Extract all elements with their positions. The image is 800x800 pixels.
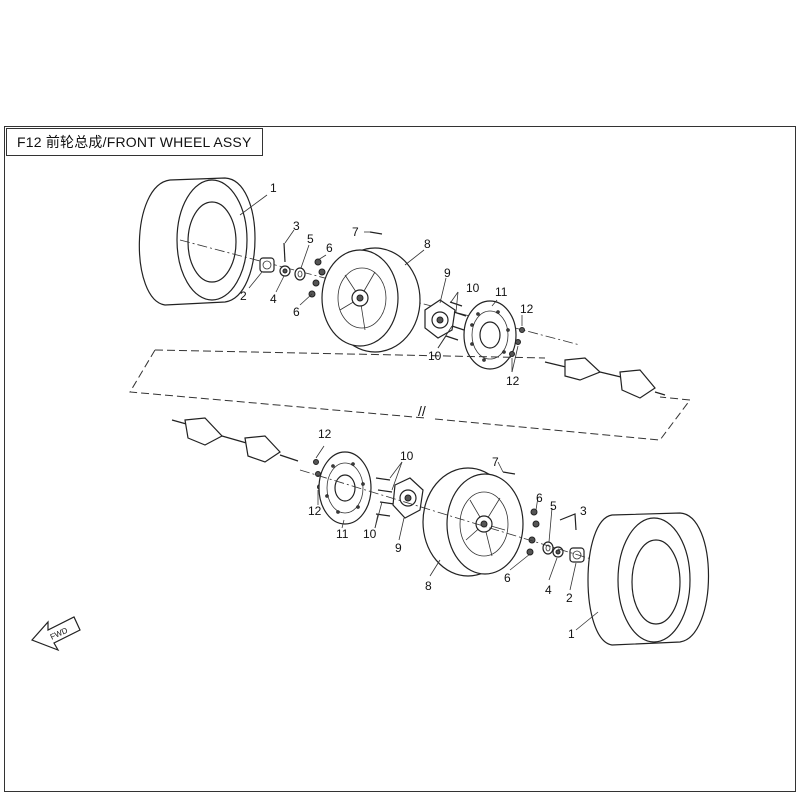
- callout-7-top: 7: [352, 225, 359, 239]
- callout-4-bottom: 4: [545, 583, 552, 597]
- drive-shaft-bottom: [171, 417, 299, 463]
- hub-nut-top: [259, 257, 275, 273]
- callout-8-bottom: 8: [425, 579, 432, 593]
- valve-stem-7-top: [369, 231, 383, 235]
- washer-5-top: [294, 267, 306, 281]
- nut-4-top: [279, 265, 291, 277]
- callout-10-bottom-b: 10: [363, 527, 377, 541]
- callout-10-top-a: 10: [466, 281, 480, 295]
- callout-5-bottom: 5: [550, 499, 557, 513]
- brake-disc-bottom: [318, 451, 372, 525]
- rim-bottom: [422, 467, 524, 577]
- callout-10-top-b: 10: [428, 349, 442, 363]
- callout-6-bottom-b: 6: [504, 571, 511, 585]
- rim-top: [321, 247, 421, 353]
- nut-4-bottom: [552, 546, 564, 558]
- callout-8-top: 8: [424, 237, 431, 251]
- studs-bottom: [375, 477, 395, 517]
- leader-lines: [239, 194, 599, 631]
- callout-2-top: 2: [240, 289, 247, 303]
- callout-12-bottom-a: 12: [318, 427, 332, 441]
- hub-bottom: [392, 477, 424, 519]
- callout-6-bottom-a: 6: [536, 491, 543, 505]
- fwd-arrow-icon: FWD: [30, 616, 81, 652]
- callout-labels-top: 1 2 3 4 5 6 6 7 8 9 10 10 11 12 12: [240, 181, 534, 388]
- cotter-pin-3-top: [283, 242, 286, 263]
- callout-5-top: 5: [307, 232, 314, 246]
- shaft-connector-dash: //: [129, 349, 691, 441]
- diagram-frame: [4, 126, 796, 792]
- cotter-pin-3-bottom: [559, 513, 577, 531]
- callout-1-bottom: 1: [568, 627, 575, 641]
- callout-6-top-b: 6: [293, 305, 300, 319]
- callout-12-bottom-b: 12: [308, 504, 322, 518]
- callout-2-bottom: 2: [566, 591, 573, 605]
- washer-5-bottom: [542, 541, 554, 555]
- callout-10-bottom-a: 10: [400, 449, 414, 463]
- callout-11-bottom: 11: [336, 527, 349, 541]
- studs-top: [445, 301, 467, 341]
- callout-12-top-a: 12: [520, 302, 534, 316]
- callout-3-bottom: 3: [580, 504, 587, 518]
- callout-9-bottom: 9: [395, 541, 402, 555]
- callout-1-top: 1: [270, 181, 277, 195]
- valve-stem-7-bottom: [502, 471, 516, 475]
- callout-4-top: 4: [270, 292, 277, 306]
- break-mark: //: [418, 403, 426, 419]
- drive-shaft-top: [544, 357, 666, 399]
- tire-bottom: [587, 512, 709, 646]
- disc-bolts-top: [509, 327, 525, 357]
- callout-11-top: 11: [495, 285, 508, 299]
- brake-disc-top: [463, 300, 517, 370]
- callout-9-top: 9: [444, 266, 451, 280]
- callout-6-top-a: 6: [326, 241, 333, 255]
- page-title: F12 前轮总成/FRONT WHEEL ASSY: [6, 128, 263, 156]
- lug-nuts-bottom: [526, 508, 540, 556]
- tire-top: [138, 177, 256, 306]
- callout-3-top: 3: [293, 219, 300, 233]
- callout-7-bottom: 7: [492, 455, 499, 469]
- hub-top: [424, 299, 456, 339]
- callout-labels-bottom: 12 12 10 10 11 9 7 6 5 3 8 6 4 2 1: [308, 427, 587, 641]
- callout-12-top-b: 12: [506, 374, 520, 388]
